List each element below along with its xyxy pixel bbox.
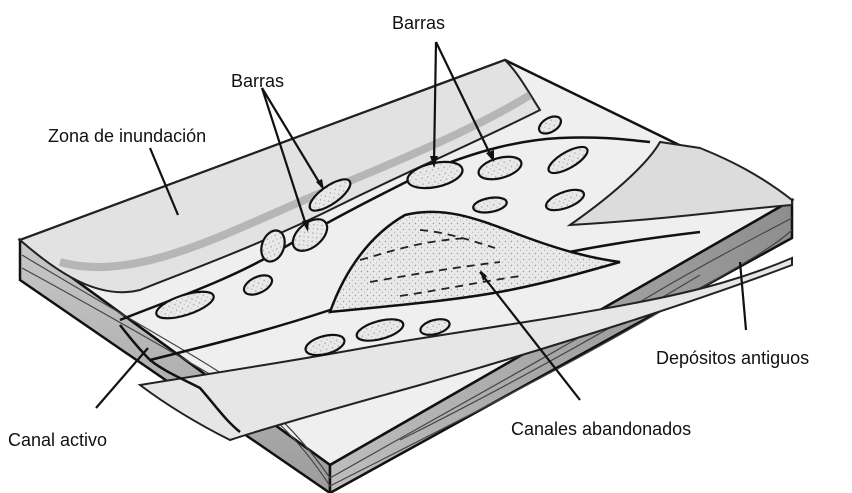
leader-depositos-antiguos	[740, 262, 746, 330]
label-barras-left: Barras	[231, 72, 284, 90]
label-canal-activo: Canal activo	[8, 431, 107, 449]
leader-canal-activo	[96, 348, 148, 408]
label-depositos-antiguos: Depósitos antiguos	[656, 349, 809, 367]
label-canales-abandonados: Canales abandonados	[511, 420, 691, 438]
label-barras-top: Barras	[392, 14, 445, 32]
label-zona-inundacion: Zona de inundación	[48, 127, 206, 145]
